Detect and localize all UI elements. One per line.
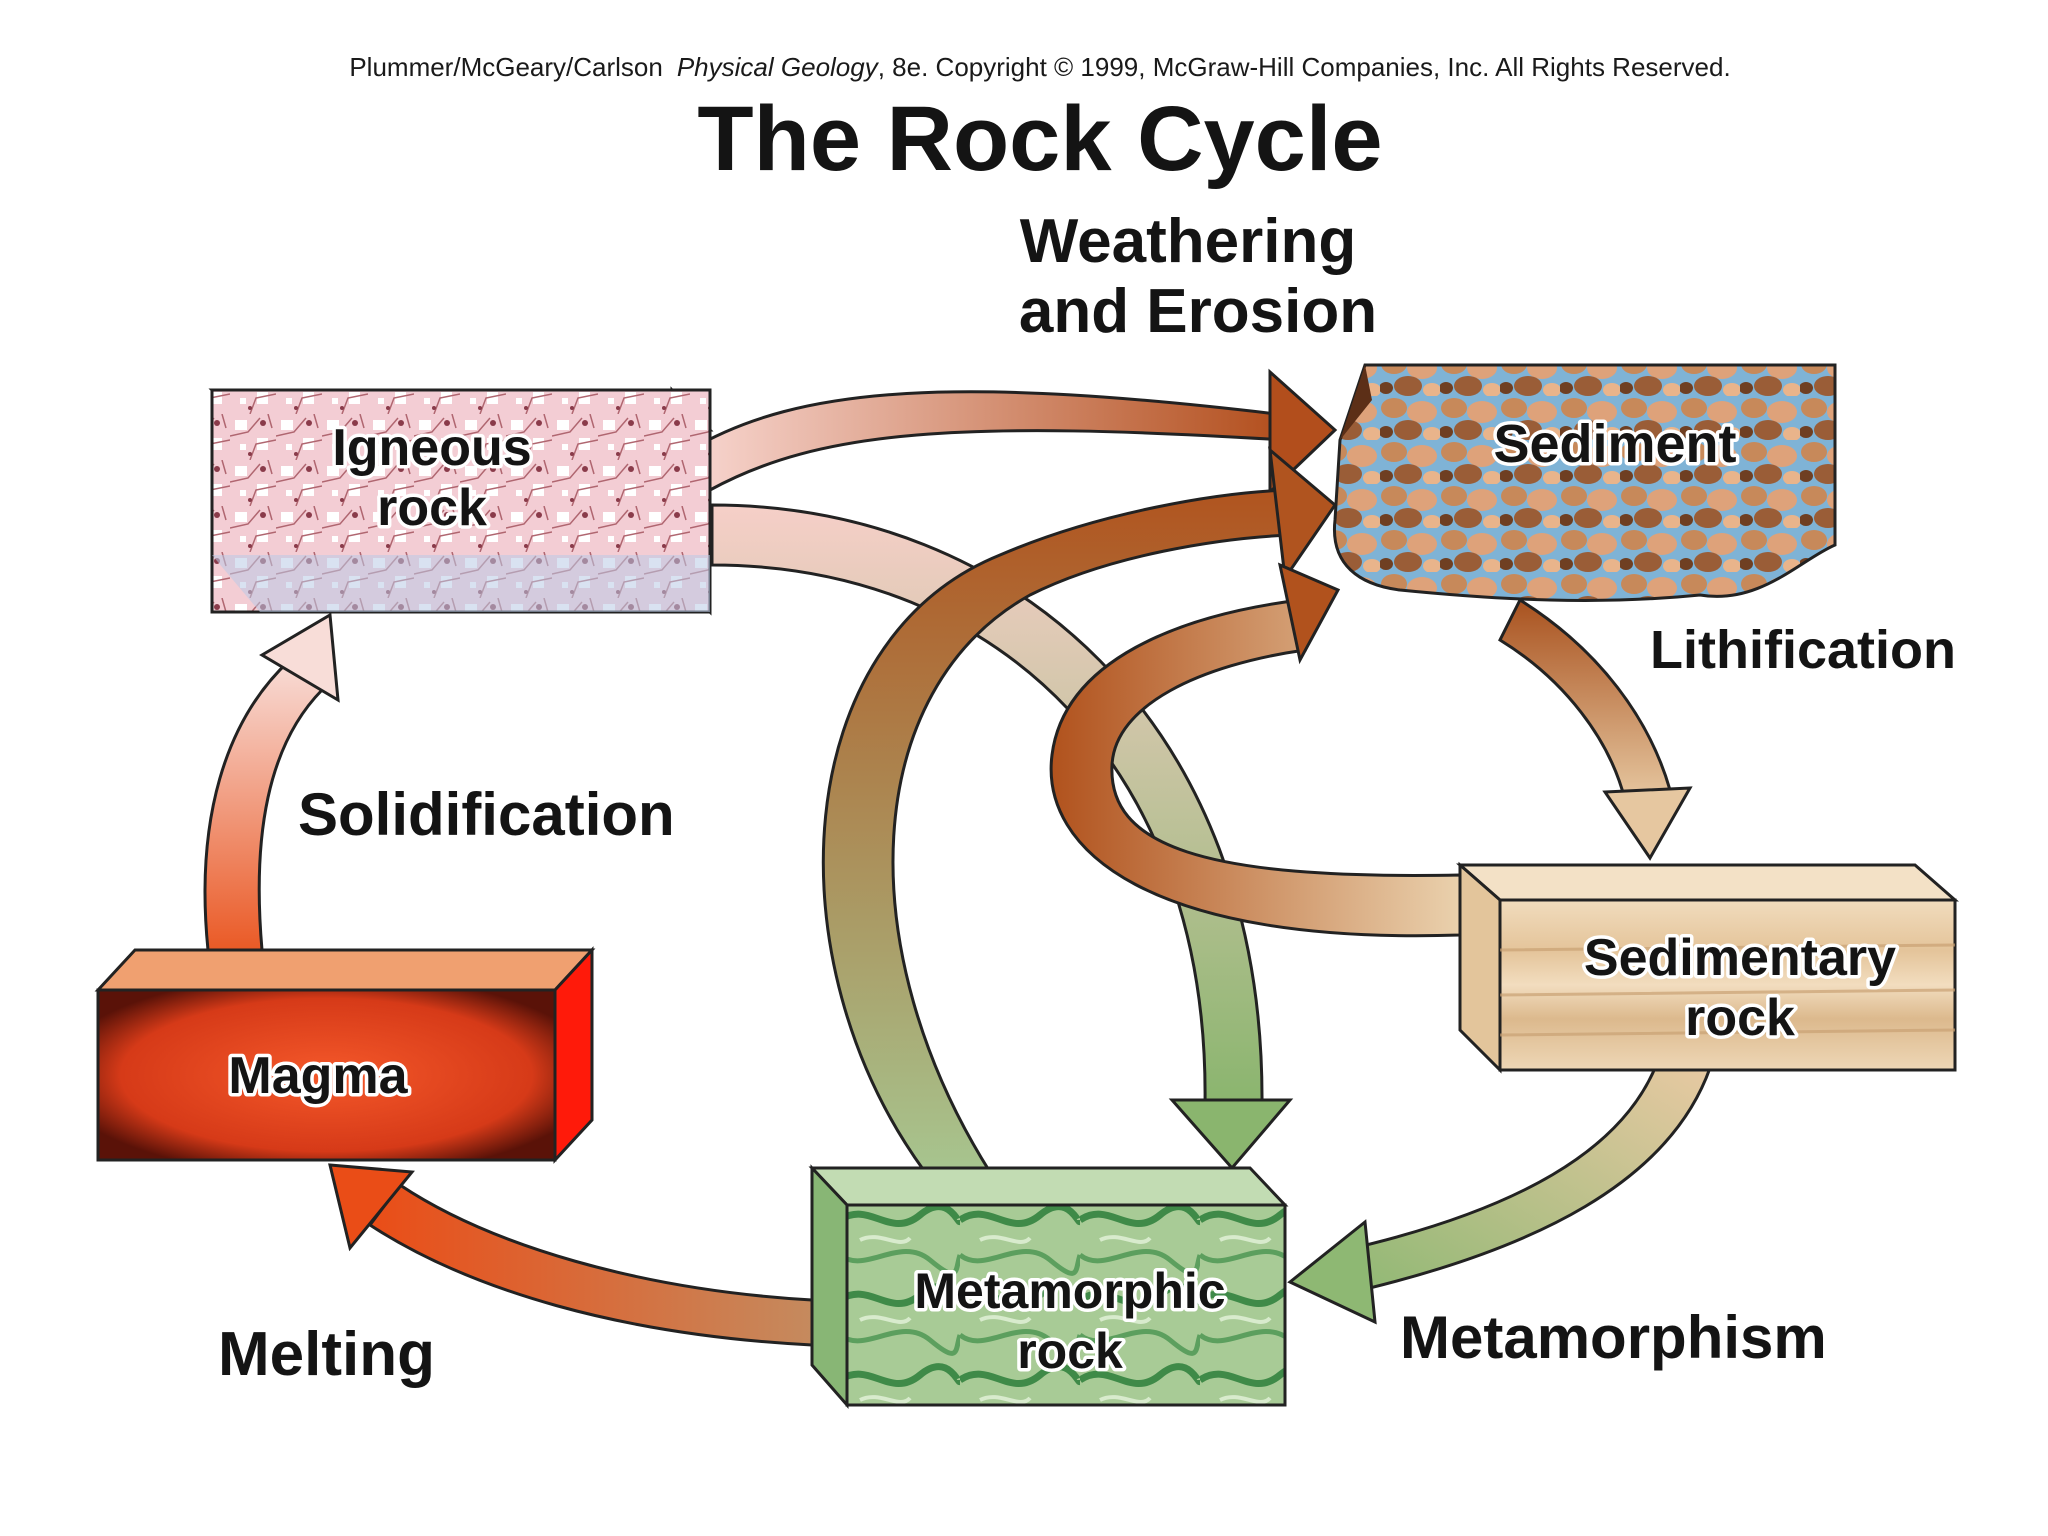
credit-rest: , 8e. Copyright © 1999, McGraw-Hill Comp…	[878, 52, 1731, 82]
sedimentary-rock-box: Sedimentary rock	[1456, 861, 1959, 1074]
arrow-head-igneous-to-metamorphic	[1168, 1098, 1294, 1171]
igneous-rock-box: Igneous rock	[208, 386, 714, 616]
metamorphic-rock-label-line1: Metamorphic	[914, 1263, 1225, 1319]
arrow-head-metamorphic-to-sediment	[1268, 446, 1338, 583]
lithification-label: Lithification	[1650, 620, 1956, 680]
arrow-sedimentary-to-sediment	[1049, 598, 1462, 938]
arrow-head-metamorphic-to-magma	[328, 1163, 415, 1252]
arrow-head-sedimentary-to-metamorphic	[1287, 1219, 1377, 1325]
igneous-rock-label-line2: rock	[377, 479, 487, 537]
solidification-label: Solidification	[298, 781, 675, 848]
igneous-rock-label-line1: Igneous	[332, 419, 531, 477]
arrow-head-sediment-to-sedimentary	[1602, 786, 1693, 861]
melting-label: Melting	[218, 1320, 435, 1389]
arrow-head-sedimentary-to-sediment	[1277, 562, 1341, 665]
sedimentary-rock-label-line2: rock	[1685, 989, 1795, 1047]
sedimentary-rock-label-line1: Sedimentary	[1584, 929, 1896, 987]
page-title: The Rock Cycle	[697, 88, 1382, 190]
arrow-sedimentary-to-metamorphic	[1338, 1066, 1713, 1297]
sediment-box: Sediment	[1332, 363, 1837, 602]
sediment-label: Sediment	[1493, 414, 1736, 474]
magma-label: Magma	[228, 1047, 408, 1105]
metamorphism-label: Metamorphism	[1400, 1304, 1827, 1371]
arrow-metamorphic-to-magma	[367, 1182, 814, 1347]
credit-book: Physical Geology	[677, 52, 880, 82]
metamorphic-rock-box: Metamorphic rock	[808, 1164, 1289, 1409]
arrow-sediment-to-sedimentary	[1498, 597, 1672, 802]
arrow-head-magma-to-igneous	[259, 612, 340, 703]
metamorphic-rock-label-line2: rock	[1017, 1323, 1123, 1379]
weathering-label-line1: Weathering	[1020, 207, 1356, 276]
weathering-label-line2: and Erosion	[1019, 277, 1377, 346]
magma-box: Magma	[94, 946, 596, 1164]
credit-authors: Plummer/McGeary/Carlson	[349, 52, 663, 82]
credit-line: Plummer/McGeary/Carlson Physical Geology,…	[349, 52, 1730, 82]
arrow-igneous-to-sediment	[688, 390, 1287, 493]
